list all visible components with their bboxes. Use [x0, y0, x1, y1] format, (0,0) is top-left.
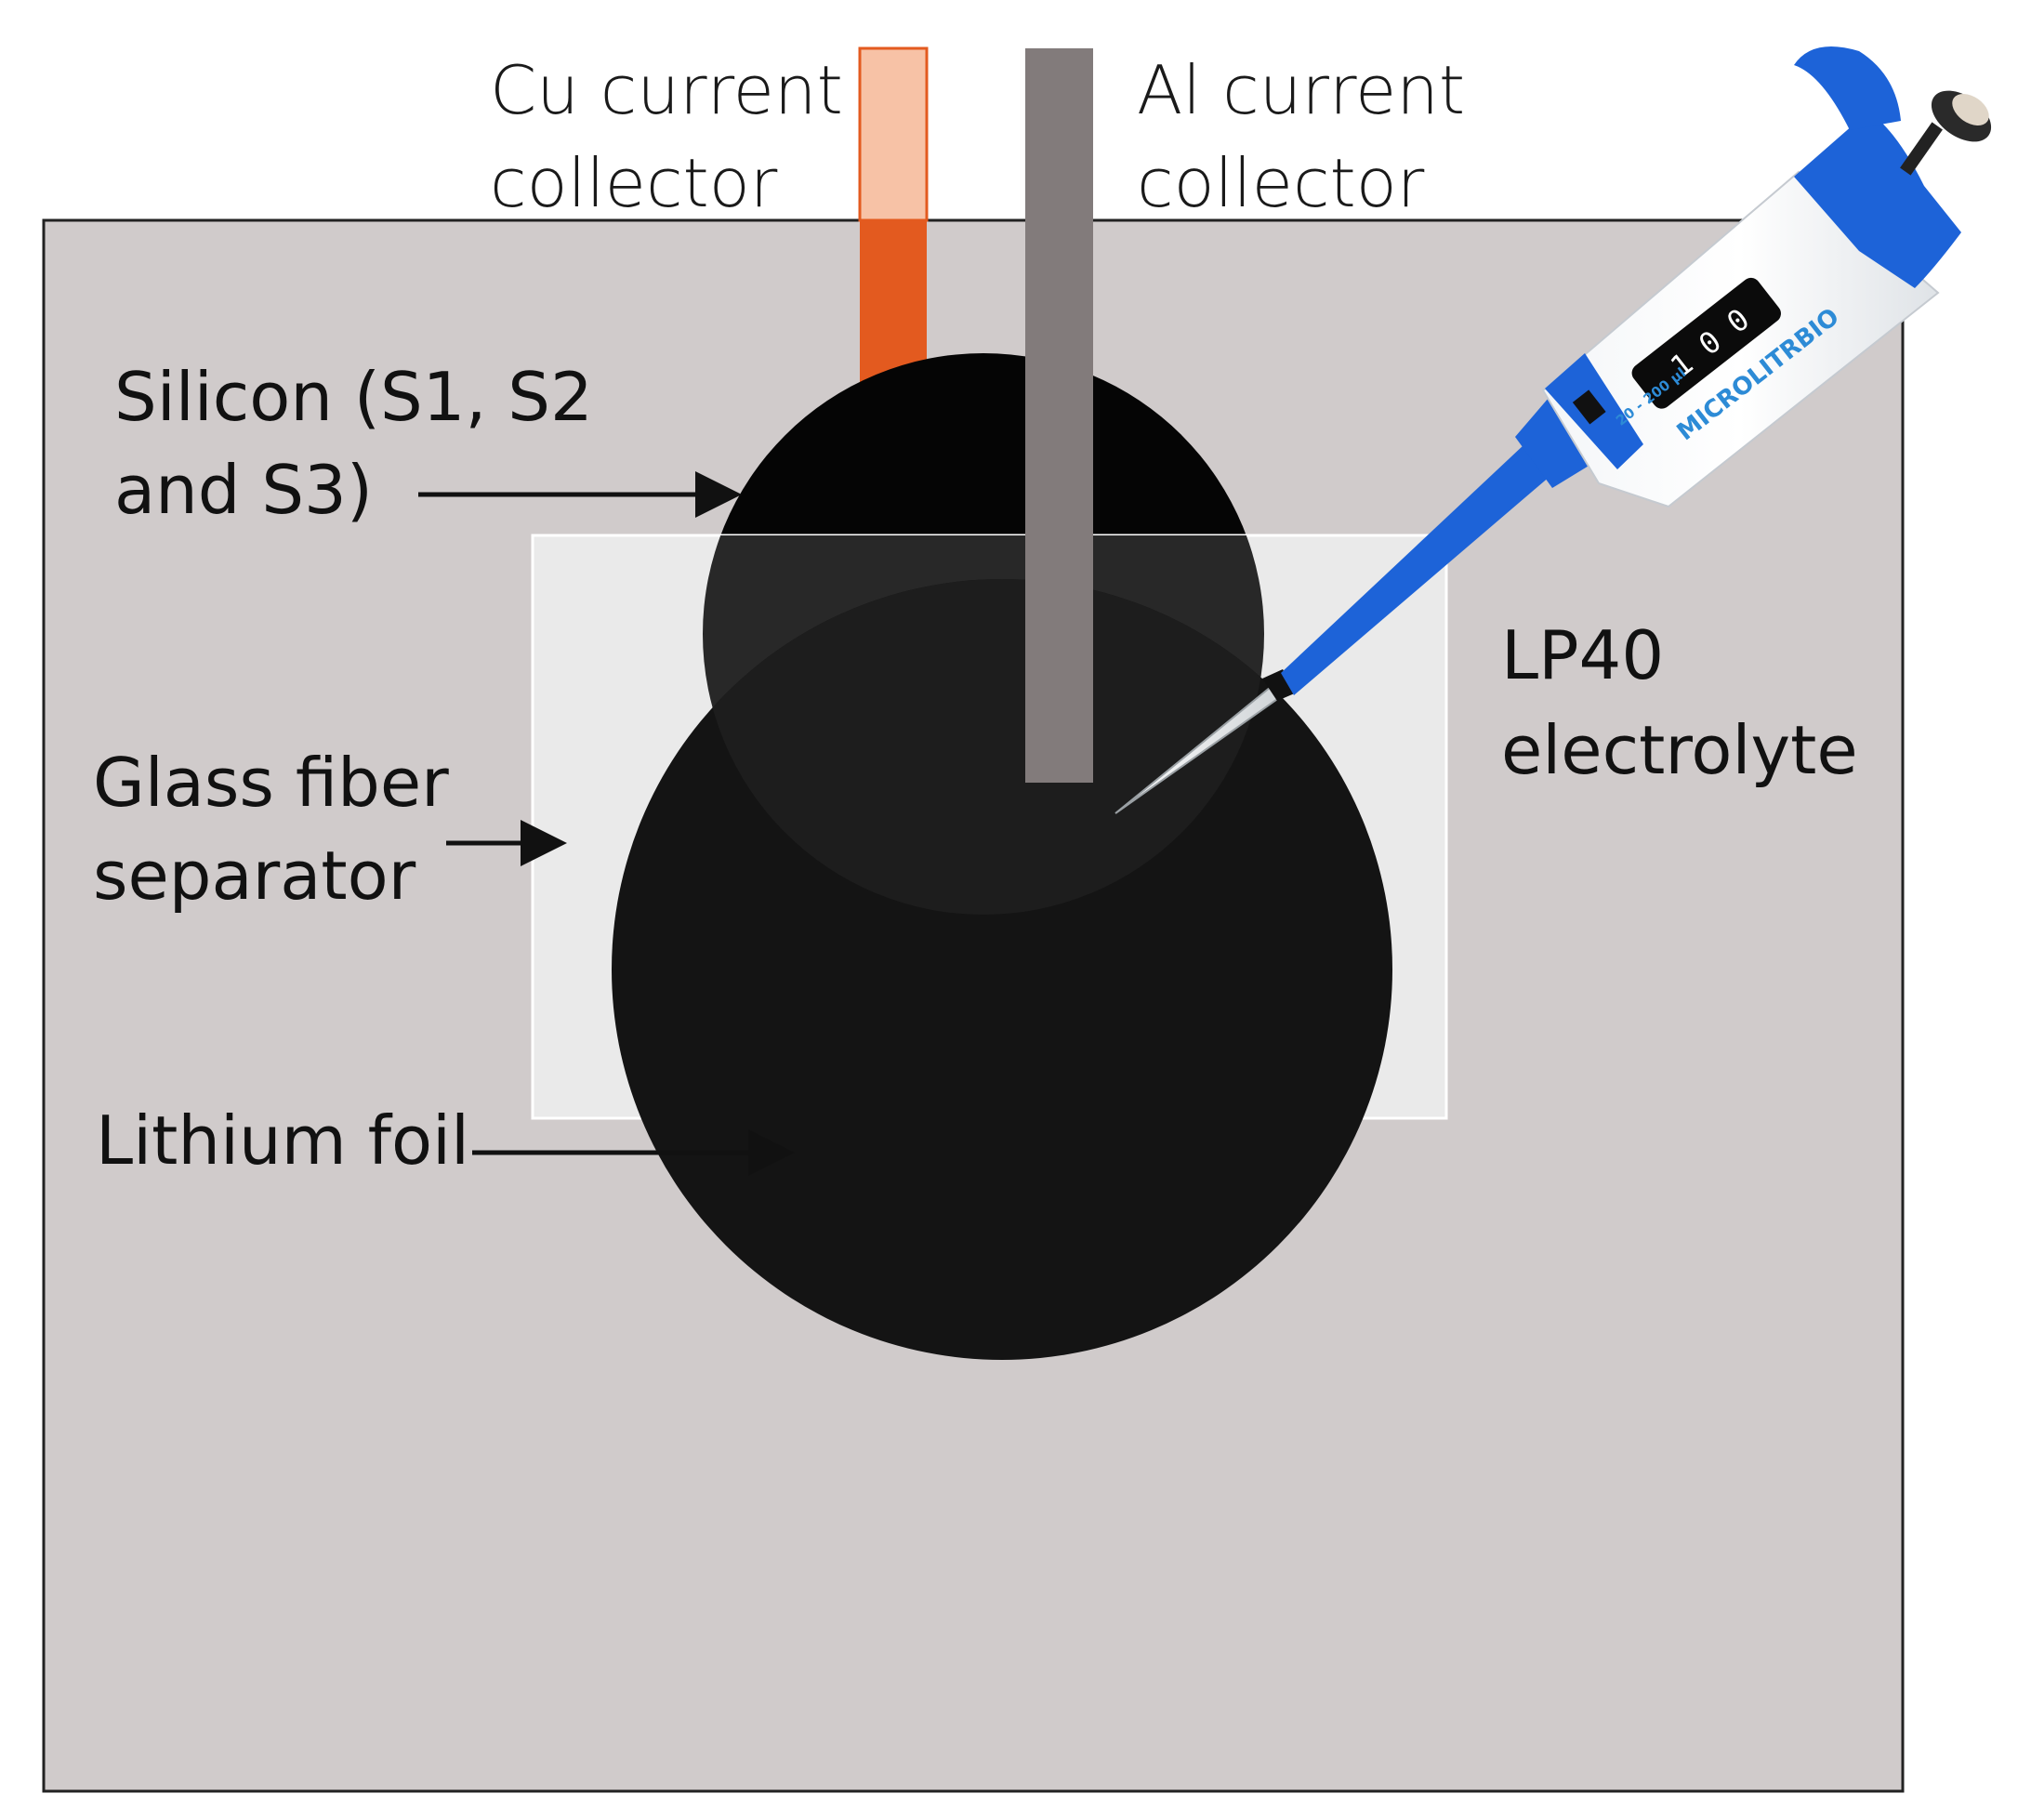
- pipette-plunger-rod: [1900, 122, 1943, 176]
- silicon-lithium-overlap: [703, 579, 1264, 915]
- al-current-collector-tab: [1025, 48, 1093, 783]
- pipette-volume-counter: [1631, 277, 1781, 409]
- separator-label-line2: separator: [93, 837, 416, 915]
- electrolyte-label-line2: electrolyte: [1501, 711, 1858, 789]
- silicon-label-line1: Silicon (S1, S2: [114, 358, 593, 436]
- electrolyte-label: LP40: [1501, 616, 1664, 694]
- cu-current-collector-upper: [858, 46, 929, 222]
- pipette-shaft: [1281, 444, 1550, 695]
- separator-label-line1: Glass fiber: [93, 744, 449, 822]
- pipette-finger-hook: [1794, 46, 1901, 130]
- pipette-grip: [1794, 112, 1961, 288]
- svg-text:separator: separator: [93, 837, 416, 915]
- al-collector-label-line2: collector: [1137, 144, 1425, 222]
- pipette-plunger-cap: [1952, 93, 1989, 126]
- pipette-tip-collar: [1262, 669, 1297, 701]
- al-collector-label: Al current: [1137, 51, 1465, 129]
- electrolyte-label-line1: LP40: [1501, 616, 1664, 694]
- svg-text:collector: collector: [1137, 144, 1425, 222]
- separator-label: Glass fiber: [93, 744, 449, 822]
- silicon-label: Silicon (S1, S2: [114, 358, 593, 436]
- cu-current-collector-tab: [860, 220, 927, 388]
- cu-collector-label-line1: Cu current: [490, 51, 843, 129]
- cu-collector-label-line2: collector: [490, 144, 778, 222]
- svg-text:collector: collector: [490, 144, 778, 222]
- lithium-label: Lithium foil: [96, 1101, 469, 1180]
- cu-collector-label: Cu current: [490, 51, 843, 129]
- svg-text:and S3): and S3): [114, 451, 373, 529]
- pipette-volume-label-box: [1572, 389, 1606, 425]
- svg-text:electrolyte: electrolyte: [1501, 711, 1858, 789]
- silicon-label-line2: and S3): [114, 451, 373, 529]
- al-collector-label-line1: Al current: [1137, 51, 1465, 129]
